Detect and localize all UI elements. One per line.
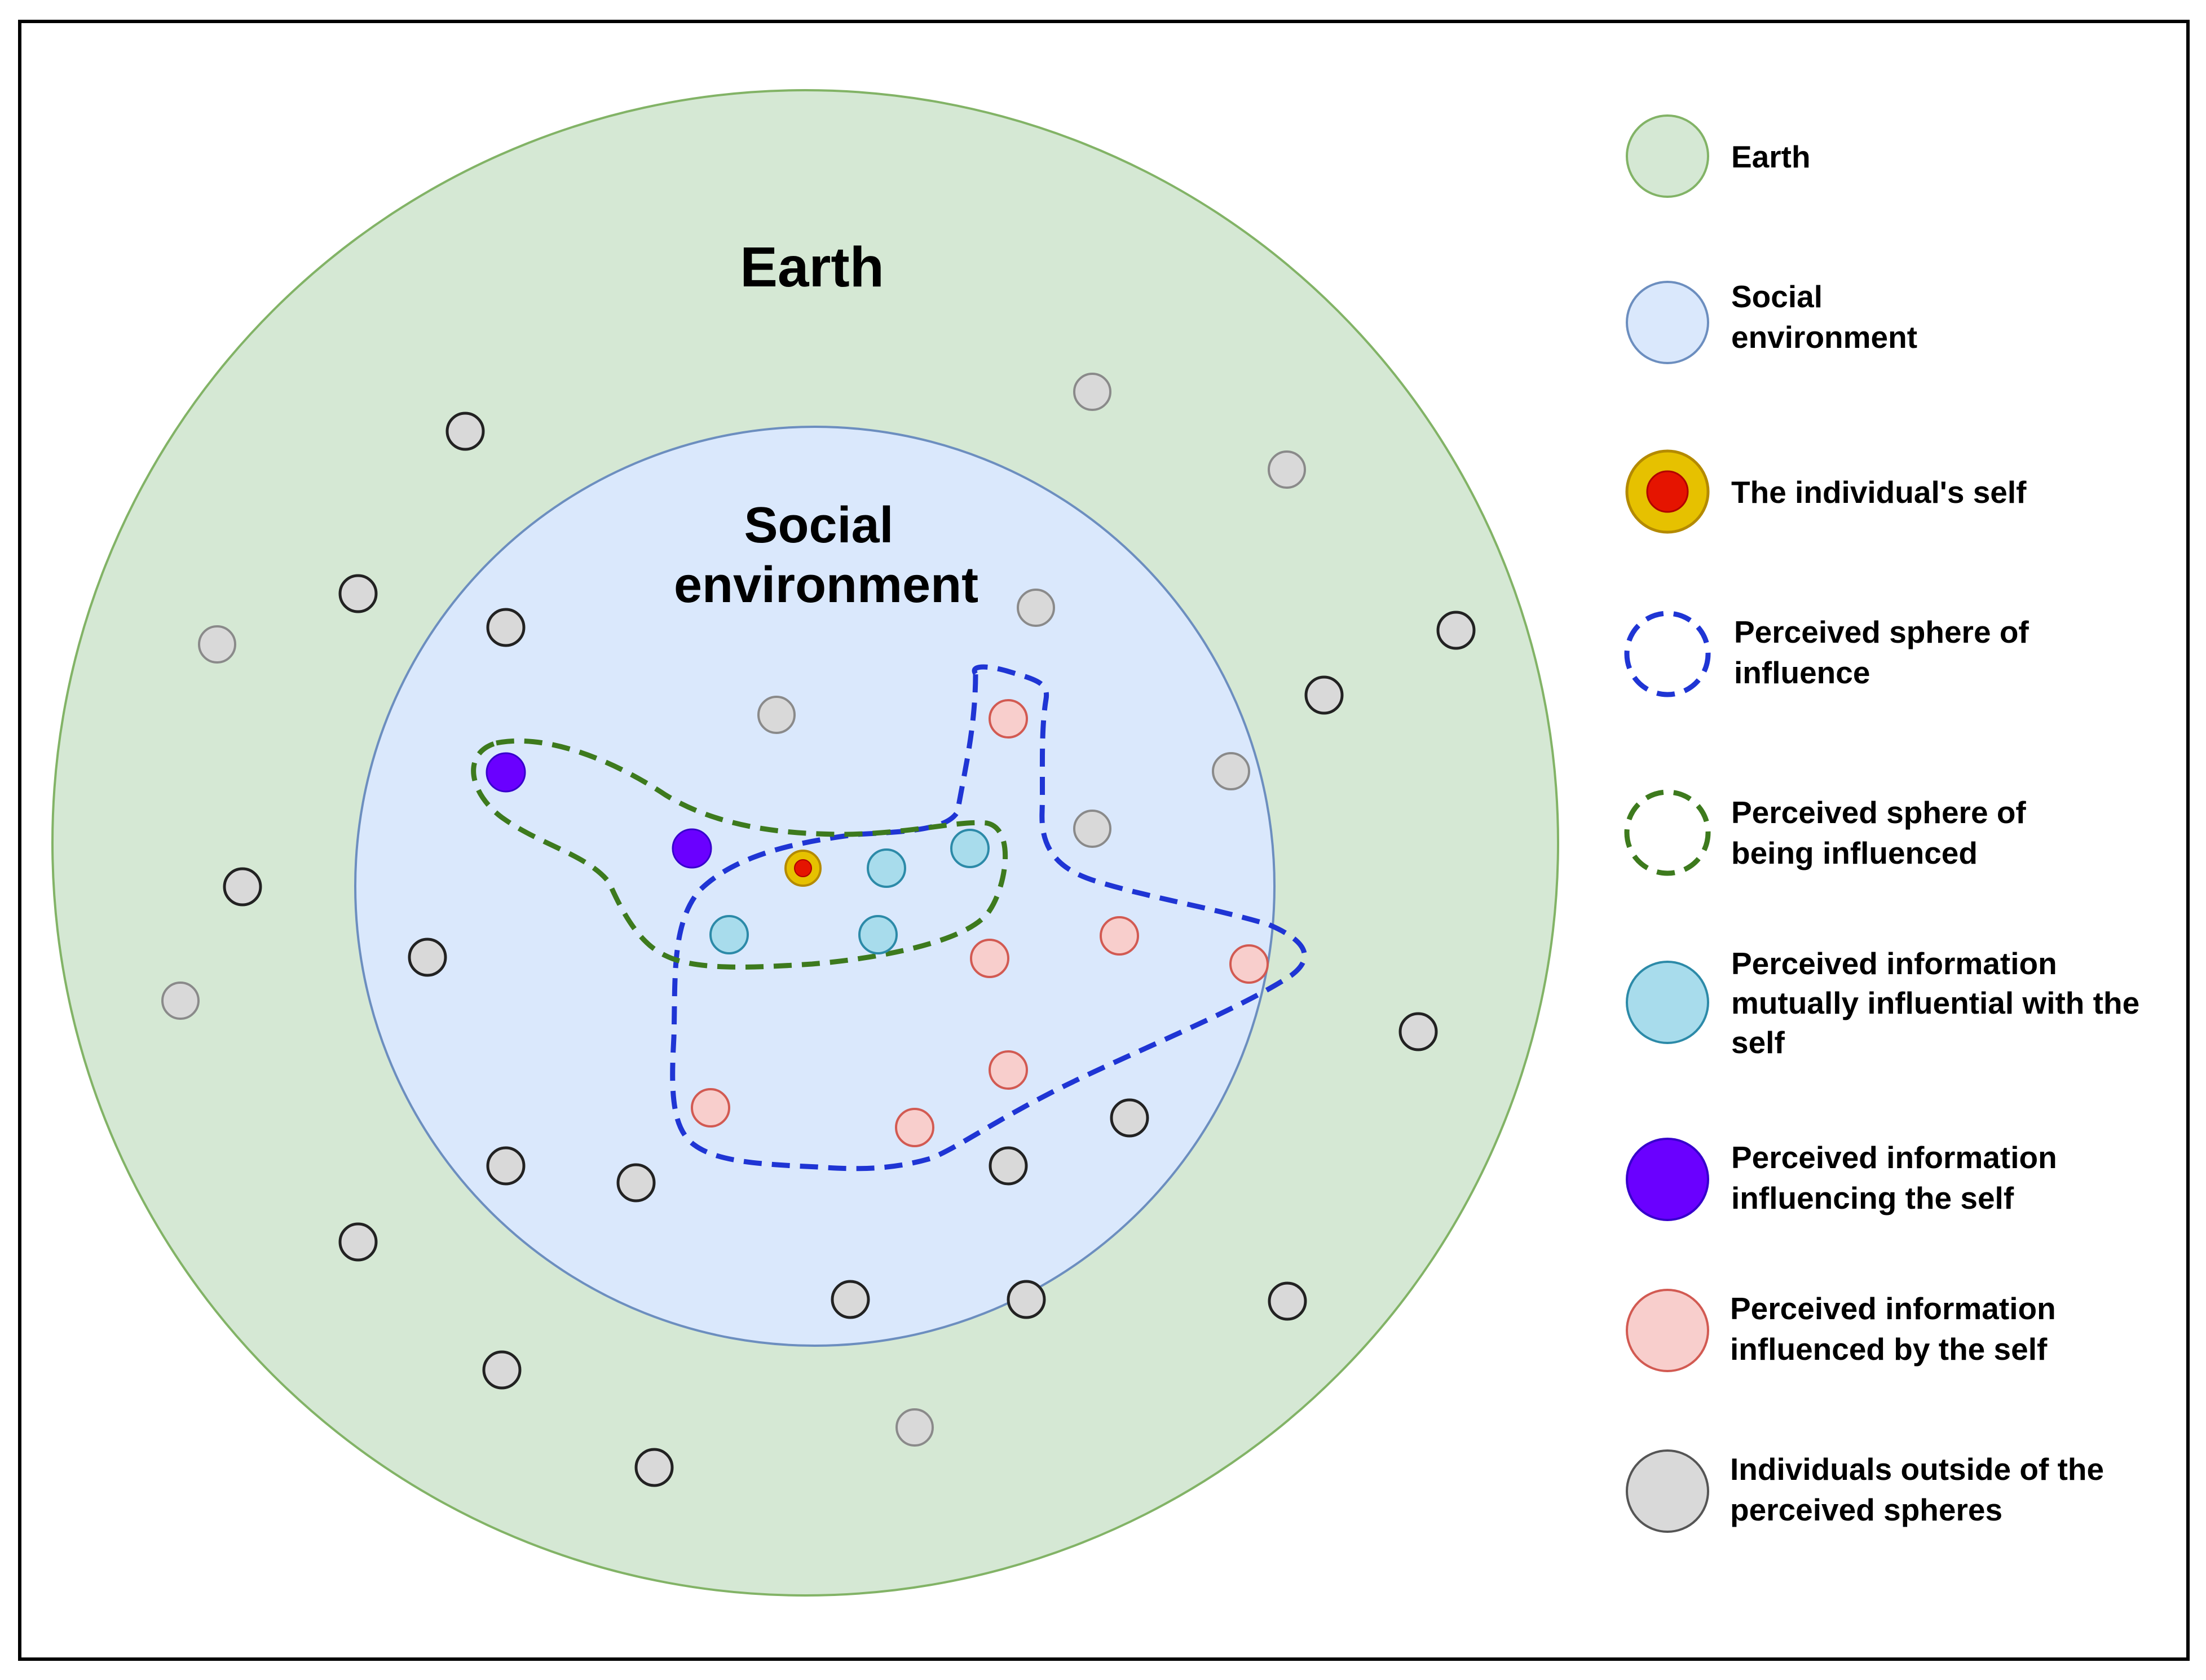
outside-individual-dot	[486, 1146, 526, 1186]
outside-individual-dot	[1268, 1281, 1307, 1321]
outside-individual-dot	[198, 625, 236, 664]
influenced-info-dot	[1229, 944, 1269, 984]
outside-individual-dot	[1436, 611, 1476, 650]
influenced-info-dot	[691, 1088, 730, 1128]
legend: Earth Social environment The individual'…	[1624, 114, 2139, 1533]
legend-influenced-by-label-1: Perceived information	[1730, 1291, 2056, 1326]
outside-individual-dot	[831, 1280, 870, 1319]
influenced-info-dot	[970, 939, 1009, 978]
legend-earth-label: Earth	[1731, 139, 1811, 174]
outside-individual-dot	[1110, 1098, 1149, 1138]
legend-mutual-swatch	[1626, 961, 1709, 1044]
legend-mutual-label-1: Perceived information	[1731, 946, 2057, 981]
legend-self-swatch-inner	[1646, 470, 1689, 513]
social-title-line-2: environment	[674, 557, 978, 613]
legend-influenced-label-1: Perceived sphere of	[1731, 795, 2026, 830]
outside-individual-dot	[161, 982, 200, 1020]
legend-social-swatch	[1626, 281, 1709, 364]
legend-self-label: The individual's self	[1731, 475, 2027, 510]
outside-individual-dot	[1017, 589, 1055, 627]
legend-mutual-label-3: self	[1731, 1025, 1785, 1060]
legend-influencing-label-2: influencing the self	[1731, 1181, 2014, 1215]
mutual-info-dot	[867, 848, 906, 888]
legend-earth-swatch	[1626, 114, 1709, 198]
influencing-info-dot	[672, 828, 712, 869]
legend-outside-label-1: Individuals outside of the	[1730, 1452, 2104, 1487]
mutual-info-dot	[858, 915, 898, 954]
legend-influencing-label-1: Perceived information	[1731, 1140, 2057, 1175]
legend-influenced-by-label-2: influenced by the self	[1730, 1332, 2048, 1367]
outside-individual-dot	[445, 412, 485, 451]
sphere-of-influence-outline	[670, 664, 1307, 1171]
self-inner-dot	[794, 859, 812, 877]
legend-influence-label-1: Perceived sphere of	[1734, 614, 2029, 649]
outside-individual-dot	[634, 1448, 674, 1487]
outside-individual-dot	[408, 938, 447, 977]
outside-individual-dot	[616, 1163, 656, 1202]
outside-individual-dot	[338, 1222, 378, 1262]
social-title-line-1: Social	[744, 497, 893, 554]
outside-individual-dot	[1304, 675, 1344, 715]
outside-individual-dot	[1268, 450, 1306, 489]
social-environment-circle	[354, 426, 1276, 1347]
outside-individual-dot	[1073, 373, 1111, 411]
outside-individual-dot	[1073, 810, 1111, 848]
outside-individual-dot	[223, 867, 262, 907]
outside-individual-dot	[482, 1350, 522, 1390]
legend-outside-label-2: perceived spheres	[1730, 1492, 2002, 1527]
outside-individual-dot	[1398, 1012, 1438, 1051]
sphere-of-being-influenced-outline	[471, 738, 1008, 970]
legend-social-label-1: Social	[1731, 279, 1823, 314]
legend-social-label-2: environment	[1731, 320, 1917, 355]
influenced-info-dot	[989, 699, 1028, 739]
outside-individual-dot	[1007, 1280, 1046, 1319]
legend-mutual-label-2: mutually influential with the	[1731, 985, 2139, 1020]
outside-individual-dot	[895, 1408, 934, 1447]
legend-influenced-swatch	[1624, 789, 1711, 876]
outside-individual-dot	[989, 1146, 1028, 1186]
outside-individual-dot	[757, 696, 796, 734]
legend-influencing-swatch	[1626, 1138, 1709, 1221]
self-marker	[784, 850, 822, 887]
legend-influence-label-2: influence	[1734, 655, 1870, 690]
influenced-info-dot	[989, 1050, 1028, 1090]
dots-layer	[161, 373, 1476, 1487]
mutual-info-dot	[709, 915, 749, 954]
mutual-info-dot	[950, 829, 990, 868]
influenced-info-dot	[1100, 916, 1139, 956]
legend-influenced-label-2: being influenced	[1731, 835, 1978, 870]
outside-individual-dot	[338, 574, 378, 613]
earth-title: Earth	[740, 236, 884, 299]
legend-influenced-by-swatch	[1626, 1289, 1709, 1372]
outside-individual-dot	[486, 608, 526, 647]
legend-outside-swatch	[1626, 1449, 1709, 1533]
influencing-info-dot	[486, 752, 526, 793]
legend-influence-swatch	[1624, 611, 1711, 697]
influenced-info-dot	[895, 1108, 934, 1147]
outside-individual-dot	[1212, 752, 1250, 790]
